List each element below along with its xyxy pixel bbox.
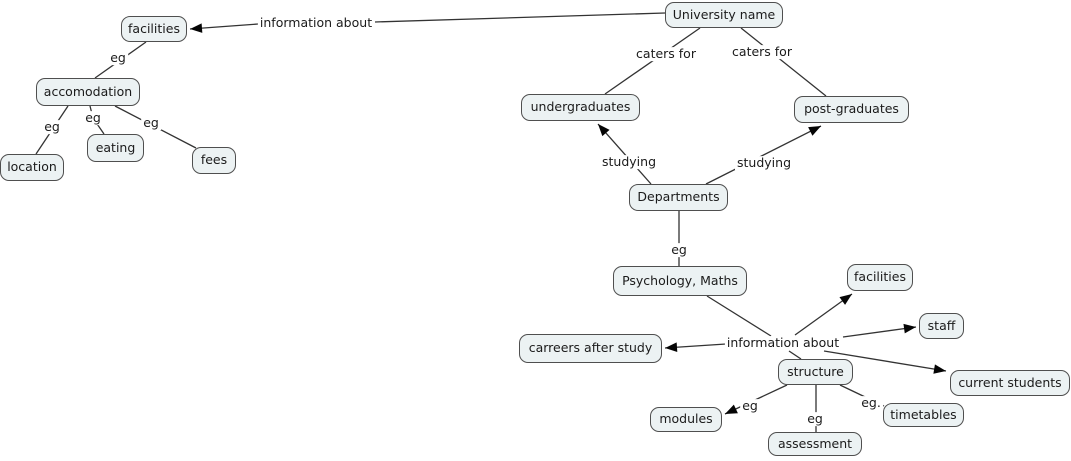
edge-infolabel-to-facilities-arrowhead [190, 23, 203, 33]
node-carreers-after-study[interactable]: carreers after study [519, 334, 662, 363]
edge-label-eg-departments[interactable]: eg [669, 242, 689, 258]
edge-hub-to-facilities-right-arrowhead [839, 294, 852, 305]
edge-label-studying-left[interactable]: studying [600, 154, 658, 170]
edge-hub-to-current-students-arrowhead [933, 364, 946, 374]
node-departments[interactable]: Departments [629, 184, 728, 211]
edge-label-information-about-hub[interactable]: information about [724, 335, 842, 351]
edge-psychology-to-hub [706, 295, 772, 337]
edge-hub-to-structure [788, 350, 802, 360]
edge-hub-to-staff [842, 326, 917, 338]
node-assessment[interactable]: assessment [768, 432, 862, 456]
edge-label-eg-assessment[interactable]: eg [805, 411, 825, 427]
node-staff[interactable]: staff [919, 313, 964, 339]
edge-departments-to-postgrads-arrowhead [808, 126, 821, 136]
edge-label-eg-modules[interactable]: eg [740, 398, 760, 414]
edge-university-to-undergrads [604, 27, 701, 95]
edge-label-eg-location[interactable]: eg [42, 119, 62, 135]
node-university-name[interactable]: University name [665, 2, 783, 28]
edge-label-studying-right[interactable]: studying [735, 155, 793, 171]
node-timetables[interactable]: timetables [883, 403, 964, 427]
node-fees[interactable]: fees [192, 147, 236, 174]
node-eating[interactable]: eating [87, 134, 144, 162]
edge-label-caters-for-left[interactable]: caters for [634, 46, 698, 62]
edge-label-eg-timetables[interactable]: eg. [859, 395, 883, 411]
edge-structure-to-modules-arrowhead [725, 404, 738, 414]
node-facilities-right[interactable]: facilities [847, 264, 913, 291]
edge-hub-to-carreers-arrowhead [665, 342, 678, 353]
edge-label-caters-for-right[interactable]: caters for [730, 44, 794, 60]
node-facilities-top[interactable]: facilities [121, 16, 187, 42]
edge-label-eg-eating[interactable]: eg [83, 110, 103, 126]
node-psychology-maths[interactable]: Psychology, Maths [613, 266, 747, 296]
edge-hub-to-current-students [823, 350, 947, 372]
node-current-students[interactable]: current students [950, 370, 1070, 396]
edge-departments-to-postgrads [705, 125, 822, 185]
node-structure[interactable]: structure [778, 359, 853, 385]
edge-label-eg-fees[interactable]: eg [141, 115, 161, 131]
edge-university-to-infolabel [374, 12, 666, 23]
node-undergraduates[interactable]: undergraduates [521, 94, 640, 121]
node-location[interactable]: location [0, 154, 64, 181]
edge-departments-to-undergrads [597, 123, 652, 185]
node-post-graduates[interactable]: post-graduates [794, 96, 909, 123]
edge-departments-to-undergrads-arrowhead [598, 124, 610, 137]
node-accomodation[interactable]: accomodation [36, 78, 140, 106]
node-modules[interactable]: modules [650, 407, 722, 432]
edge-label-eg-accomodation[interactable]: eg [108, 50, 128, 66]
edge-university-to-postgrads [740, 27, 827, 97]
edge-hub-to-staff-arrowhead [903, 323, 916, 334]
edge-label-information-about-top[interactable]: information about [257, 15, 375, 31]
